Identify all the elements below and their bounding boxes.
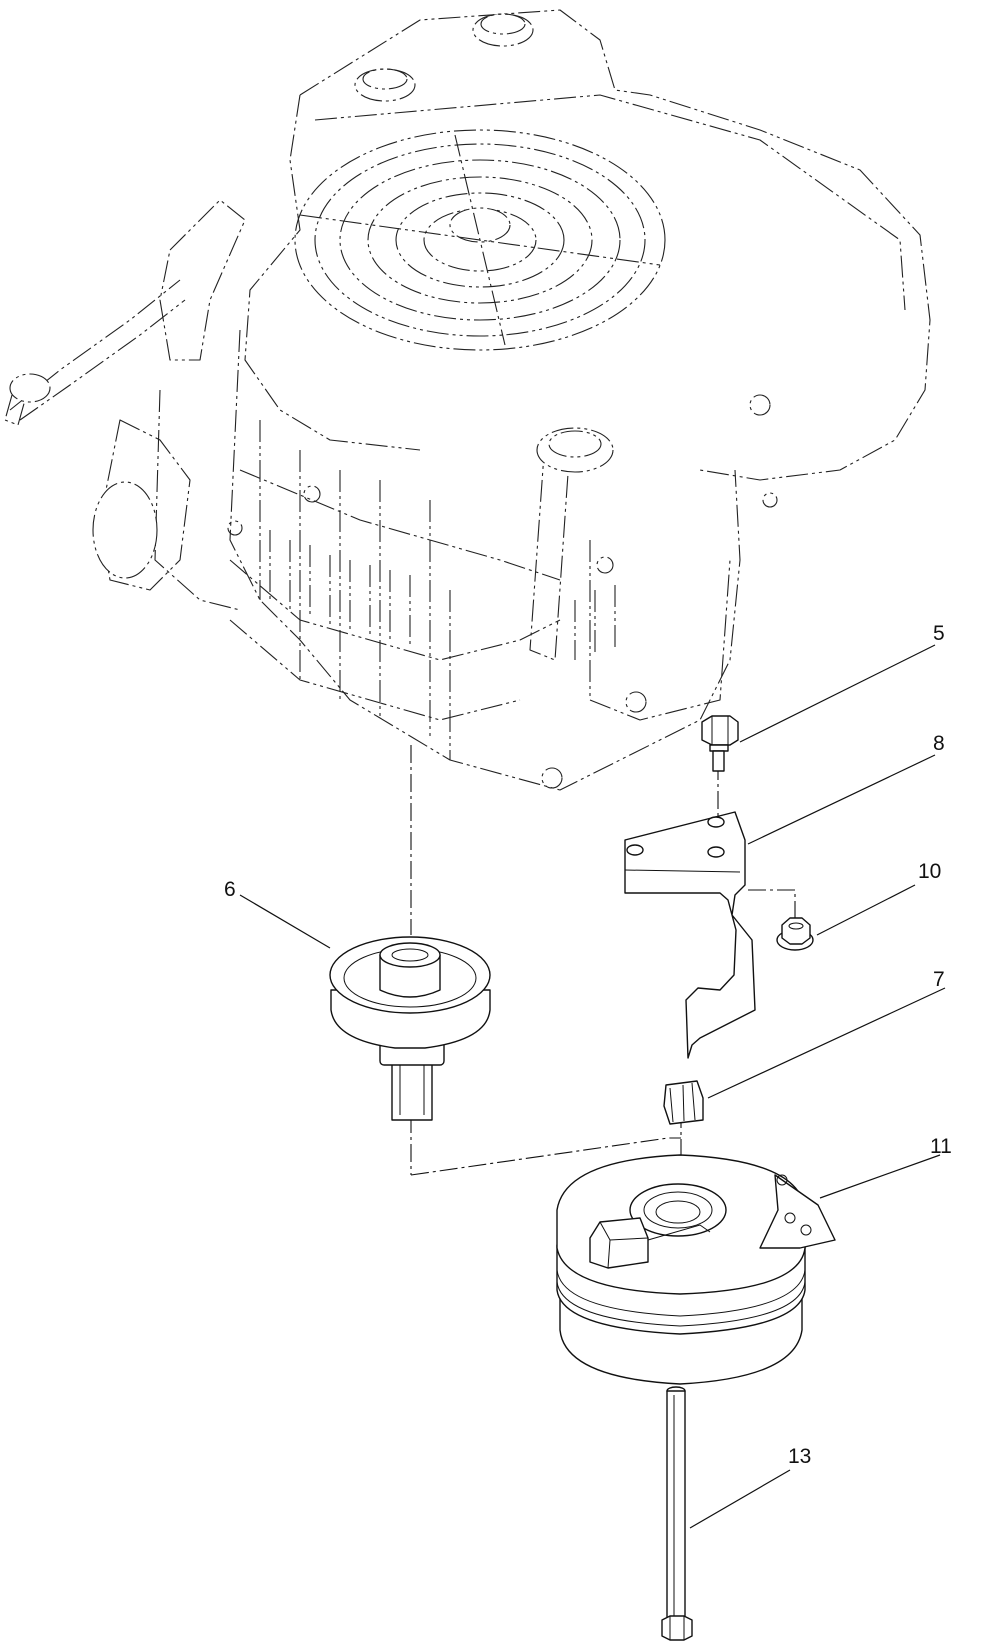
bolt-part-5 — [701, 715, 739, 772]
leader-lines — [239, 644, 946, 1529]
callout-labels: 5 8 10 6 7 11 13 — [224, 622, 952, 1468]
callout-8: 8 — [933, 732, 945, 755]
callout-7: 7 — [933, 968, 945, 991]
engine-phantom-outline — [4, 9, 931, 791]
callout-10: 10 — [918, 860, 941, 883]
callout-6: 6 — [224, 878, 236, 901]
callout-5: 5 — [933, 622, 945, 645]
clutch-part-11 — [556, 1154, 836, 1385]
long-bolt-part-13 — [661, 1386, 693, 1641]
flange-nut-part-10 — [776, 917, 814, 951]
spacer-part-7 — [663, 1080, 704, 1125]
callout-13: 13 — [788, 1445, 811, 1468]
pulley-part-6 — [329, 936, 491, 1121]
flywheel-screen — [294, 129, 666, 351]
callout-11: 11 — [930, 1135, 952, 1158]
bracket-part-8 — [624, 811, 756, 1059]
